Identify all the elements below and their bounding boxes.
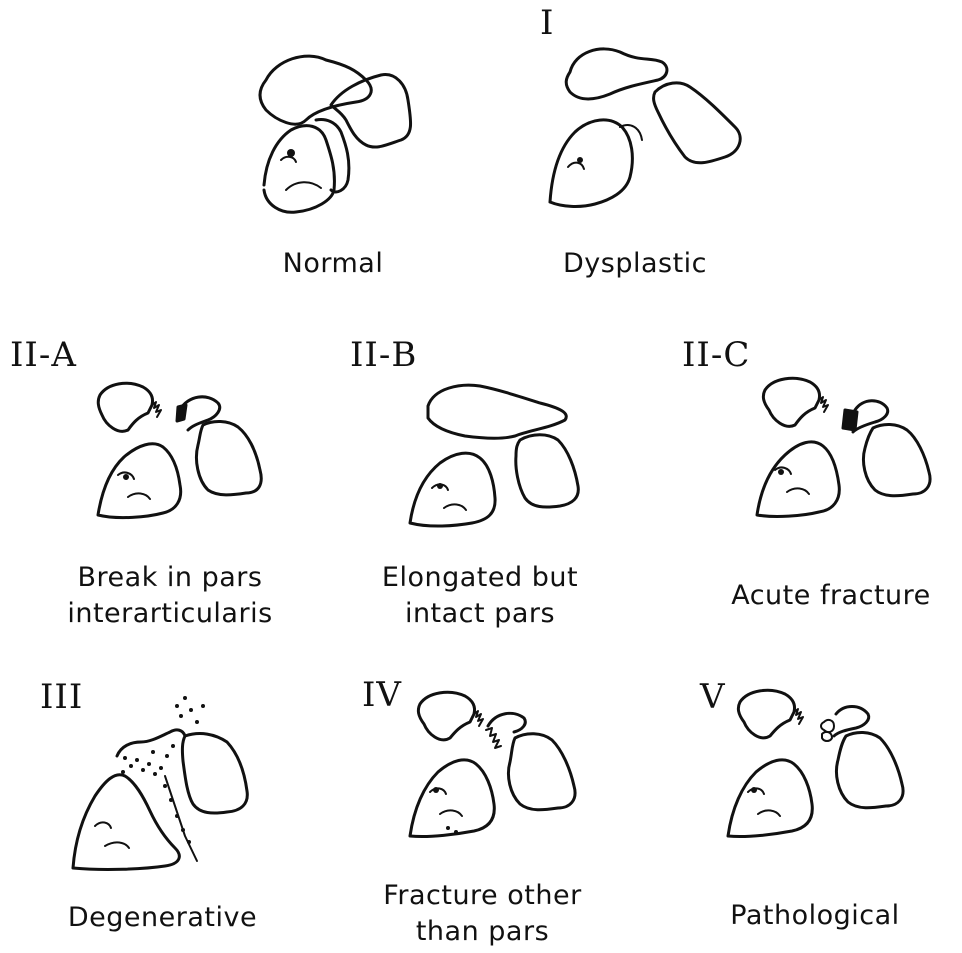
caption-dysplastic: Dysplastic: [540, 246, 730, 282]
caption-line: Dysplastic: [540, 246, 730, 282]
type-label: II-C: [682, 338, 750, 372]
type-label: IV: [362, 678, 402, 712]
caption-line: Degenerative: [55, 900, 270, 936]
caption-ii-a: Break in pars interarticularis: [45, 560, 295, 632]
caption-iii: Degenerative: [55, 900, 270, 936]
vertebra-illustration-ii-a: [88, 375, 288, 535]
caption-normal: Normal: [258, 246, 408, 282]
caption-ii-b: Elongated but intact pars: [365, 560, 595, 632]
caption-ii-c: Acute fracture: [700, 578, 962, 614]
vertebra-illustration-v: [718, 684, 938, 854]
caption-line: Break in pars: [45, 560, 295, 596]
caption-line: Normal: [258, 246, 408, 282]
vertebra-illustration-ii-b: [400, 378, 610, 538]
vertebra-illustration-ii-c: [745, 370, 945, 530]
vertebra-illustration-normal: [236, 40, 436, 220]
caption-line: Pathological: [705, 898, 925, 934]
caption-line: intact pars: [365, 596, 595, 632]
caption-line: Fracture other: [355, 878, 610, 914]
vertebra-illustration-dysplastic: [540, 32, 760, 222]
caption-line: than pars: [355, 914, 610, 950]
type-label: II-B: [350, 338, 417, 372]
caption-v: Pathological: [705, 898, 925, 934]
caption-line: interarticularis: [45, 596, 295, 632]
type-label: II-A: [10, 338, 77, 372]
vertebra-illustration-iv: [400, 686, 600, 856]
caption-line: Elongated but: [365, 560, 595, 596]
caption-iv: Fracture other than pars: [355, 878, 610, 950]
vertebra-illustration-iii: [65, 676, 265, 876]
caption-line: Acute fracture: [700, 578, 962, 614]
